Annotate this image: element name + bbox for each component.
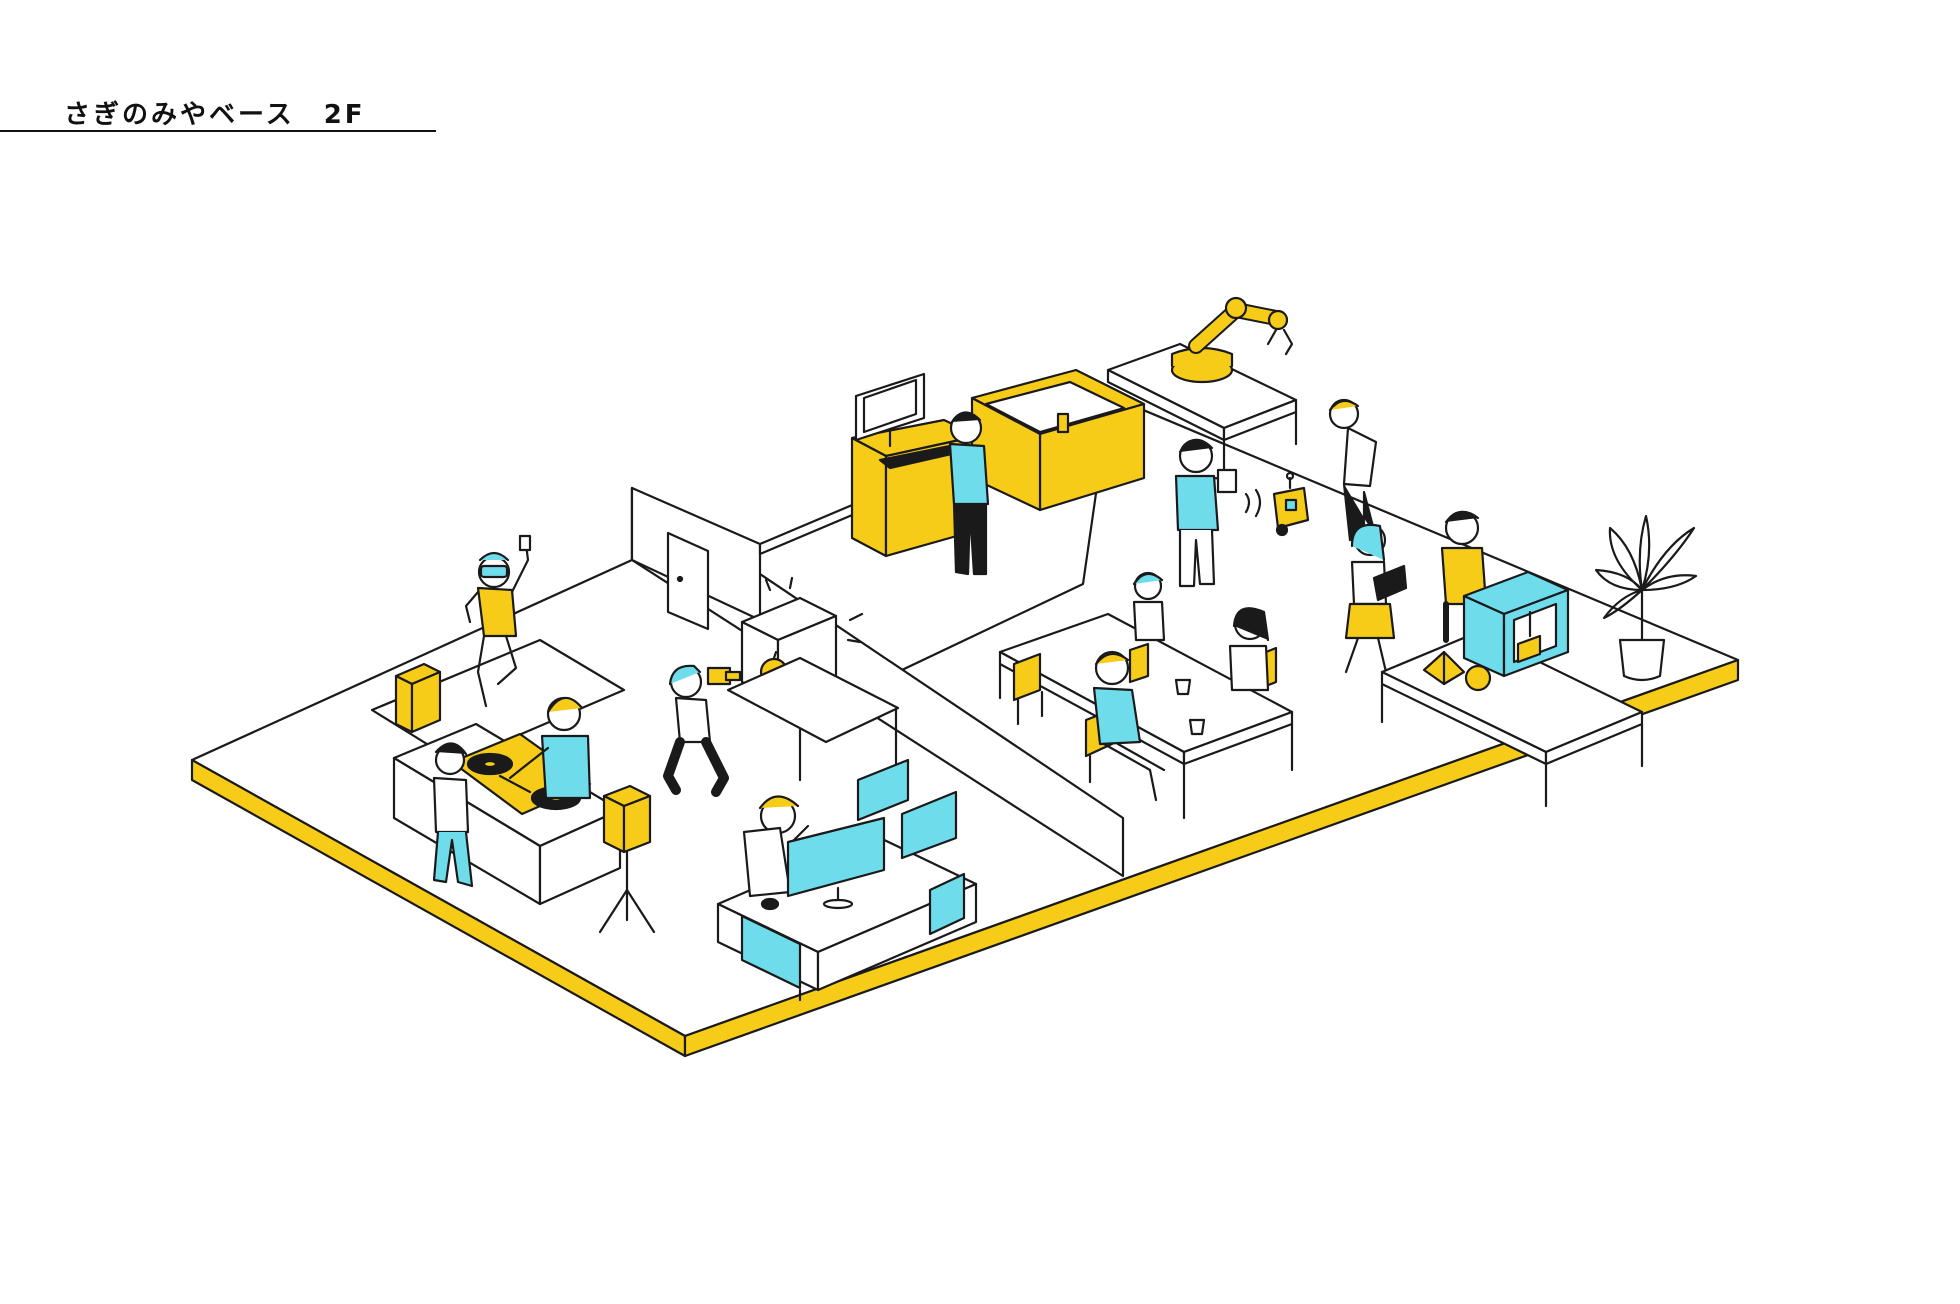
person-icon xyxy=(508,696,592,800)
3d-printer-icon xyxy=(1462,570,1570,678)
person-icon xyxy=(1328,398,1378,542)
person-icon xyxy=(1228,607,1270,692)
computer-monitor-icon xyxy=(786,816,886,910)
computer-monitor-icon xyxy=(854,372,926,448)
3d-printer-table xyxy=(1380,570,1644,808)
gaming-desk xyxy=(716,758,978,1002)
product-photo-box xyxy=(726,576,900,782)
camera-person-icon xyxy=(663,664,742,797)
potted-plant-icon xyxy=(1594,514,1698,682)
chair-icon xyxy=(1128,642,1150,684)
computer-monitor-icon xyxy=(900,790,958,860)
small-robot-icon xyxy=(1272,471,1310,537)
robot-arm-table xyxy=(1106,296,1298,472)
laser-cutter-icon xyxy=(850,368,1146,576)
vr-headset-person-icon xyxy=(464,534,532,708)
meeting-table-icon xyxy=(998,612,1294,820)
door-icon xyxy=(666,531,710,631)
computer-monitor-icon xyxy=(856,758,910,822)
person-icon xyxy=(1132,571,1166,642)
speaker-icon xyxy=(394,662,442,734)
robot-arm-icon xyxy=(1170,296,1294,384)
person-icon xyxy=(1344,523,1408,674)
title-underline xyxy=(0,130,436,132)
person-icon xyxy=(1174,438,1262,588)
person-icon xyxy=(432,742,474,888)
chair-icon xyxy=(1012,652,1044,726)
page-title: さぎのみやベース 2F xyxy=(64,100,366,130)
person-icon xyxy=(1092,650,1166,802)
pyramid-model xyxy=(1422,650,1466,686)
speaker-icon xyxy=(598,784,656,934)
